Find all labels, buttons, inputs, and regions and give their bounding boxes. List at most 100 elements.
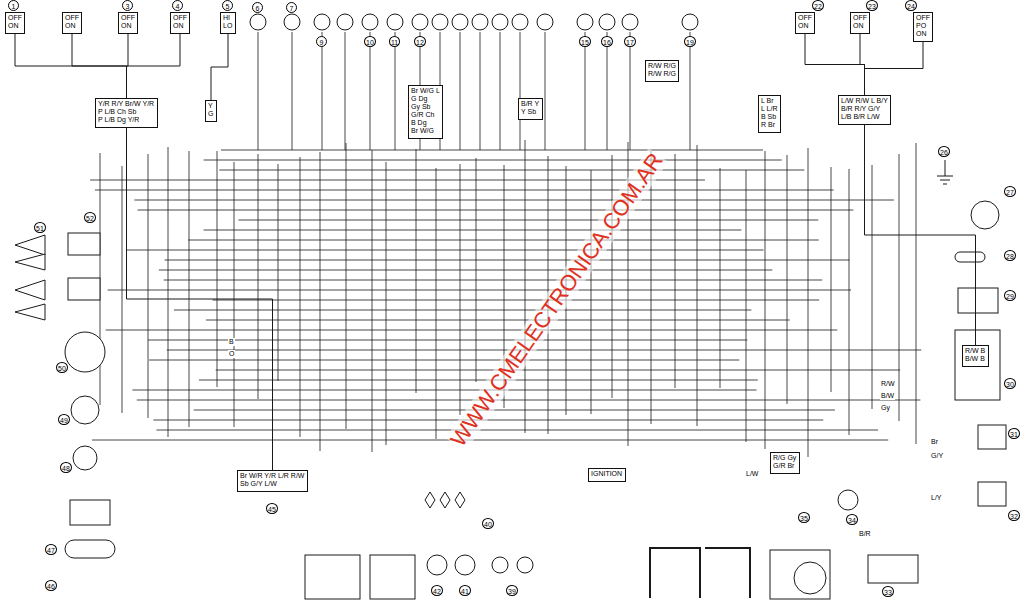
connector-block: YG xyxy=(205,100,217,122)
callout-number: 3 xyxy=(122,0,133,11)
wire-code: B/W B xyxy=(965,355,986,363)
wire-code: L/B B/R L/W xyxy=(841,113,888,121)
wire-code: OFF xyxy=(853,14,867,22)
wire-run xyxy=(860,34,865,95)
wire-code: R/W R/G xyxy=(648,62,676,70)
callout-number: 39 xyxy=(506,585,518,596)
wire-color-code: O xyxy=(228,350,235,358)
wire-code: HI xyxy=(223,14,233,22)
wire-code: OFF xyxy=(8,14,22,22)
wire-code: LO xyxy=(223,22,233,30)
connector-block: B/R YY Sb xyxy=(518,98,543,120)
wire-code: B/R Y xyxy=(521,100,540,108)
connector-block: L/W R/W L B/YB/R R/Y G/YL/B B/R L/W xyxy=(838,95,891,125)
wire-run xyxy=(211,34,228,100)
wire-code: OFF xyxy=(798,14,812,22)
fuse-box: IGNITION xyxy=(588,468,626,482)
wire-code: OFF xyxy=(916,14,930,22)
wire-code: ON xyxy=(916,30,930,38)
wire-code: G/R Br xyxy=(773,462,797,470)
wire-code: G xyxy=(208,110,214,118)
connector-block: L BrL L/RB SbR Br xyxy=(758,95,781,133)
wire-bundle xyxy=(90,32,921,457)
wire-code: B Dg xyxy=(411,119,440,127)
control-unit: R/W BB/W B xyxy=(962,345,989,367)
wire-code: Br W/G L xyxy=(411,87,440,95)
wire-code: ON xyxy=(8,22,22,30)
wire-code: Y Sb xyxy=(521,108,540,116)
callout-number: 11 xyxy=(389,36,400,47)
wire-code: ON xyxy=(173,22,187,30)
wire-code: R Br xyxy=(761,121,778,129)
callout-number: 27 xyxy=(1004,186,1016,197)
callout-number: 33 xyxy=(882,586,894,597)
callout-number: 17 xyxy=(624,36,636,47)
wire-run xyxy=(127,128,273,470)
callout-number: 6 xyxy=(252,2,263,13)
callout-number: 19 xyxy=(684,36,696,47)
wire-run xyxy=(127,34,181,98)
wire-code: ON xyxy=(798,22,812,30)
callout-number: 41 xyxy=(459,585,471,596)
wire-code: L Br xyxy=(761,97,778,105)
wire-code: B/R R/Y G/Y xyxy=(841,105,888,113)
callout-number: 47 xyxy=(45,544,57,555)
callout-number: 7 xyxy=(286,2,297,13)
callout-number: 5 xyxy=(222,0,233,11)
callout-number: 52 xyxy=(84,212,96,223)
callout-number: 32 xyxy=(1008,510,1020,521)
callout-number: 22 xyxy=(812,0,824,11)
wire-color-code: B/W xyxy=(880,392,895,400)
wire-color-code: L/Y xyxy=(930,494,943,502)
callout-number: 42 xyxy=(431,585,443,596)
switch-table: OFFPOON xyxy=(913,12,933,42)
callout-number: 15 xyxy=(579,36,591,47)
callout-number: 10 xyxy=(364,36,376,47)
wire-code: R/W B xyxy=(965,347,986,355)
wire-code: IGNITION xyxy=(591,470,623,478)
callout-number: 12 xyxy=(414,36,426,47)
switch-table: OFFON xyxy=(118,12,138,34)
callout-number: 34 xyxy=(846,514,858,525)
callout-number: 45 xyxy=(266,503,278,514)
callout-number: 49 xyxy=(58,414,70,425)
switch-table: HILO xyxy=(220,12,236,34)
wire-code: OFF xyxy=(173,14,187,22)
wire-color-code: L/W xyxy=(745,470,759,478)
callout-number: 4 xyxy=(172,0,183,11)
connector-block: R/G GyG/R Br xyxy=(770,452,800,474)
wire-code: OFF xyxy=(121,14,135,22)
wire-code: Br W/R Y/R L/R R/W xyxy=(240,472,305,480)
wire-code: R/W R/G xyxy=(648,70,676,78)
switch-table: OFFON xyxy=(5,12,25,34)
callout-number: 9 xyxy=(316,36,327,47)
callout-number: 30 xyxy=(1004,378,1016,389)
wire-code: G/R Ch xyxy=(411,111,440,119)
wire-code: Y/R R/Y Br/W Y/R xyxy=(98,100,155,108)
wire-code: Y xyxy=(208,102,214,110)
callout-number: 23 xyxy=(866,0,878,11)
wire-code: R/G Gy xyxy=(773,454,797,462)
wire-color-code: Br xyxy=(930,438,939,446)
wire-code: Sb G/Y L/W xyxy=(240,480,305,488)
wire-code: L L/R xyxy=(761,105,778,113)
switch-table: OFFON xyxy=(850,12,870,34)
callout-number: 51 xyxy=(34,222,46,233)
callout-number: 48 xyxy=(60,462,72,473)
callout-number: 28 xyxy=(1004,250,1016,261)
callout-number: 1 xyxy=(8,0,19,11)
wire-code: Br W/G xyxy=(411,127,440,135)
callout-number: 46 xyxy=(45,580,57,591)
callout-number: 50 xyxy=(56,362,68,373)
switch-table: OFFON xyxy=(170,12,190,34)
wire-run xyxy=(805,34,865,95)
component-symbols xyxy=(15,14,1006,599)
wire-code: ON xyxy=(853,22,867,30)
connector-block: Br W/G LG DgGy SbG/R ChB DgBr W/G xyxy=(408,85,443,139)
wire-code: ON xyxy=(121,22,135,30)
wire-code: PO xyxy=(916,22,930,30)
wire-run xyxy=(72,34,127,98)
wire-code: Gy Sb xyxy=(411,103,440,111)
